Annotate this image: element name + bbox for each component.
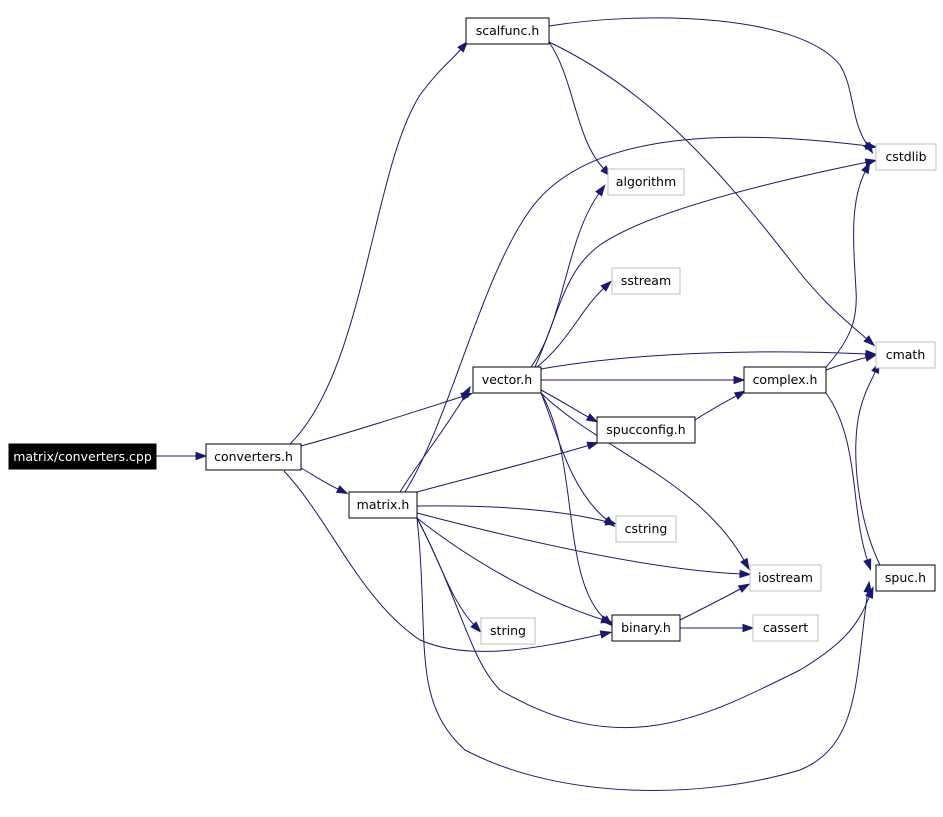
node-matrix-h[interactable]: matrix.h	[348, 491, 418, 519]
edge-arrowhead	[861, 161, 871, 175]
node-sstream[interactable]: sstream	[611, 267, 681, 295]
edge-arrowhead	[864, 158, 878, 167]
edge-vector-h-to-complex-h	[541, 375, 746, 385]
edge-arrowhead	[863, 558, 872, 572]
edge-vector-h-to-algorithm	[530, 184, 606, 368]
node-label: iostream	[758, 570, 813, 585]
edge-arrowhead	[195, 451, 208, 461]
node-label: binary.h	[621, 620, 671, 635]
edge-arrowhead	[599, 630, 613, 639]
edge-matrix-h-to-spucconfig-h	[416, 441, 600, 493]
edge-arrowhead	[600, 615, 614, 624]
node-label: vector.h	[482, 372, 532, 387]
edge-arrowhead	[742, 623, 755, 633]
edge-matrix-h-to-iostream	[416, 512, 752, 579]
edge-arrowhead	[604, 517, 618, 526]
node-complex-h[interactable]: complex.h	[743, 366, 827, 394]
node-spuc-h[interactable]: spuc.h	[875, 564, 936, 592]
node-string[interactable]: string	[480, 617, 536, 645]
edge-vector-h-to-cmath	[540, 349, 878, 370]
edge-matrix-h-to-spuc-h	[416, 517, 872, 791]
edge-vector-h-to-cstdlib	[534, 158, 878, 368]
edge-matrix-h-to-binary-h	[416, 517, 614, 624]
edge-matrix-h-to-cstdlib	[404, 136, 878, 493]
node-label: algorithm	[616, 174, 676, 189]
edge-complex-h-to-cstdlib	[825, 161, 871, 368]
edge-vector-h-to-iostream	[540, 392, 750, 571]
edge-spuc-h-to-cmath	[855, 361, 881, 566]
node-label: cmath	[886, 347, 926, 362]
node-algorithm[interactable]: algorithm	[607, 168, 685, 196]
edge-vector-h-to-sstream	[536, 280, 612, 368]
edge-converters-h-to-binary-h	[283, 470, 613, 652]
node-label: string	[490, 623, 526, 638]
node-label: sstream	[621, 273, 671, 288]
node-label: scalfunc.h	[476, 23, 540, 38]
node-converters-h[interactable]: converters.h	[205, 443, 302, 471]
edge-arrowhead	[586, 441, 600, 450]
node-label: matrix.h	[357, 497, 410, 512]
edge-scalfunc-h-to-cstdlib	[548, 17, 874, 154]
edge-converters-cpp-to-converters-h	[156, 451, 208, 461]
node-label: complex.h	[753, 372, 818, 387]
edge-arrowhead	[865, 141, 878, 150]
node-vector-h[interactable]: vector.h	[472, 366, 542, 394]
edge-binary-h-to-cassert	[680, 623, 755, 633]
node-label: cassert	[763, 620, 808, 635]
edge-arrowhead	[864, 353, 878, 362]
edge-arrowhead	[600, 280, 612, 292]
node-cassert[interactable]: cassert	[752, 614, 819, 642]
edges-layer	[156, 17, 881, 791]
node-cstdlib[interactable]: cstdlib	[875, 143, 937, 171]
edge-converters-h-to-vector-h	[300, 392, 474, 447]
edge-complex-h-to-cmath	[825, 353, 878, 371]
edge-arrowhead	[595, 184, 606, 197]
node-scalfunc-h[interactable]: scalfunc.h	[465, 17, 550, 45]
edge-binary-h-to-iostream	[679, 583, 751, 621]
node-label: converters.h	[214, 449, 293, 464]
edge-matrix-h-to-vector-h	[399, 385, 471, 493]
edge-matrix-h-to-cstring	[416, 505, 618, 526]
node-label: cstring	[625, 521, 668, 536]
node-iostream[interactable]: iostream	[749, 564, 822, 592]
edge-complex-h-to-spuc-h	[825, 392, 872, 572]
edge-arrowhead	[863, 335, 876, 347]
edge-arrowhead	[457, 40, 469, 53]
edge-converters-h-to-scalfunc-h	[289, 40, 469, 445]
edge-arrowhead	[733, 375, 746, 385]
edge-arrowhead	[737, 583, 751, 593]
node-label: spuc.h	[885, 570, 926, 585]
edge-vector-h-to-spucconfig-h	[540, 389, 599, 423]
node-spucconfig-h[interactable]: spucconfig.h	[596, 416, 696, 444]
edge-arrowhead	[739, 569, 752, 579]
edge-arrowhead	[740, 557, 750, 571]
node-cmath[interactable]: cmath	[875, 341, 936, 369]
node-binary-h[interactable]: binary.h	[611, 614, 681, 642]
edge-spucconfig-h-to-complex-h	[694, 390, 747, 421]
edge-vector-h-to-cstring	[540, 392, 616, 528]
node-label: spucconfig.h	[606, 422, 685, 437]
node-cstring[interactable]: cstring	[615, 515, 677, 543]
edge-arrowhead	[461, 385, 471, 399]
node-converters-cpp[interactable]: matrix/converters.cpp	[8, 443, 157, 470]
node-label: matrix/converters.cpp	[13, 449, 152, 464]
edge-arrowhead	[733, 390, 747, 400]
edge-converters-h-to-matrix-h	[300, 467, 349, 495]
edge-matrix-h-to-string	[416, 517, 482, 633]
node-label: cstdlib	[885, 149, 926, 164]
edge-scalfunc-h-to-algorithm	[548, 41, 612, 177]
edge-arrowhead	[863, 580, 872, 594]
edge-arrowhead	[335, 485, 349, 495]
edge-scalfunc-h-to-cmath	[548, 41, 876, 347]
edge-arrowhead	[470, 621, 482, 633]
edge-arrowhead	[585, 413, 599, 423]
